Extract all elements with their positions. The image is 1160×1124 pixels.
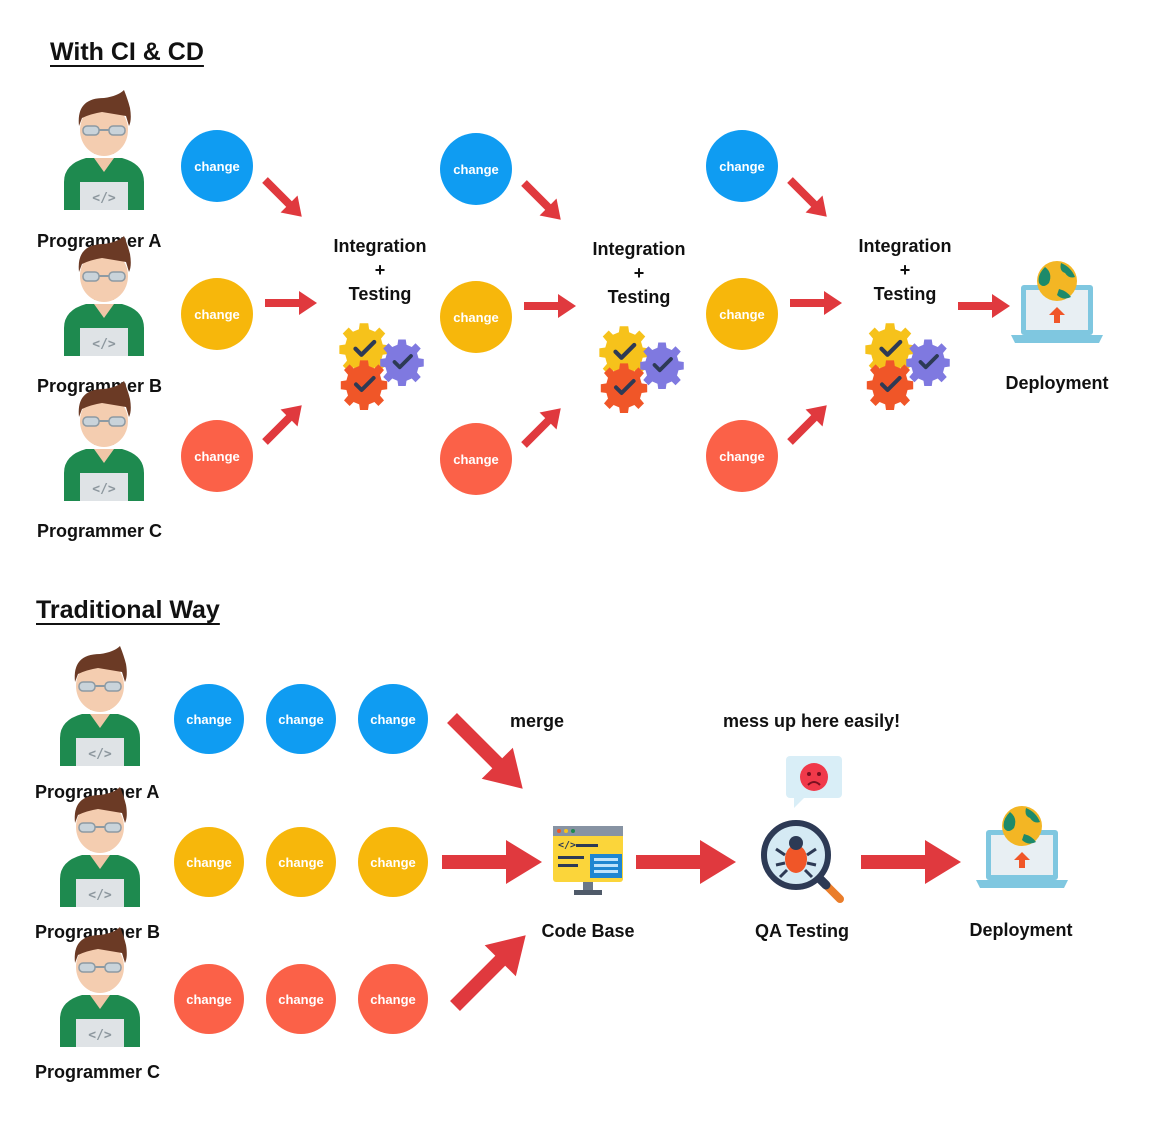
change-circle: change [266, 827, 336, 897]
bug-magnifier-icon [761, 820, 844, 903]
qa-testing-label: QA Testing [755, 921, 849, 941]
change-circle: change [174, 827, 244, 897]
programmer-b-label: Programmer B [35, 922, 161, 942]
programmer-icon [59, 645, 141, 767]
arrow-icon [790, 291, 842, 315]
integration-testing-label: Integration + Testing [334, 234, 427, 306]
integration-testing-label: Integration + Testing [593, 237, 686, 309]
code-window-icon: </> [553, 826, 623, 895]
change-circle: change [174, 964, 244, 1034]
mess-up-label: mess up here easily! [723, 711, 901, 731]
arrow-icon [781, 171, 836, 226]
deployment-label: Deployment [969, 920, 1073, 940]
arrow-icon [256, 396, 311, 451]
testing-text: Testing [607, 287, 671, 307]
gears-icon [902, 348, 903, 349]
arrow-icon [442, 840, 542, 884]
testing-text: Testing [873, 284, 937, 304]
arrow-icon [256, 171, 311, 226]
change-circle: change [706, 130, 778, 202]
arrow-icon [958, 294, 1010, 318]
laptop-globe-icon [1011, 261, 1103, 343]
integration-testing-label: Integration + Testing [859, 234, 952, 306]
gears-icon [636, 351, 637, 352]
svg-text:</>: </> [558, 840, 576, 851]
change-circle: change [181, 278, 253, 350]
change-circle: change [266, 964, 336, 1034]
programmer-a-label: Programmer A [37, 231, 162, 251]
programmer-b-label: Programmer B [37, 376, 163, 396]
change-circle: change [181, 130, 253, 202]
change-circle: change [358, 684, 428, 754]
integration-text: Integration [592, 239, 686, 259]
arrow-icon [265, 291, 317, 315]
change-circle: change [358, 827, 428, 897]
sad-chat-bubble-icon [786, 756, 842, 808]
programmer-c-label: Programmer C [37, 521, 163, 541]
programmer-icon [59, 786, 141, 908]
programmer-icon [63, 235, 145, 357]
arrow-icon [515, 174, 570, 229]
programmer-icon [63, 89, 145, 211]
ci-cd-heading: With CI & CD [50, 38, 204, 66]
arrow-icon [861, 840, 961, 884]
merge-label: merge [510, 711, 565, 731]
gears-icon [376, 348, 377, 349]
deployment-label: Deployment [1005, 373, 1109, 393]
plus-text: + [633, 263, 645, 283]
change-circle: change [181, 420, 253, 492]
programmer-a-label: Programmer A [35, 782, 160, 802]
programmer-c-label: Programmer C [35, 1062, 161, 1082]
integration-text: Integration [858, 236, 952, 256]
change-circle: change [358, 964, 428, 1034]
arrow-icon [515, 399, 570, 454]
code-base-label: Code Base [541, 921, 635, 941]
laptop-globe-icon [976, 806, 1068, 888]
change-circle: change [440, 423, 512, 495]
arrow-icon [439, 919, 542, 1022]
integration-text: Integration [333, 236, 427, 256]
arrow-icon [636, 840, 736, 884]
change-circle: change [706, 420, 778, 492]
change-circle: change [706, 278, 778, 350]
programmer-icon [59, 926, 141, 1048]
plus-text: + [899, 260, 911, 280]
change-circle: change [174, 684, 244, 754]
traditional-heading: Traditional Way [36, 596, 220, 624]
change-circle: change [440, 133, 512, 205]
change-circle: change [440, 281, 512, 353]
testing-text: Testing [348, 284, 412, 304]
arrow-icon [781, 396, 836, 451]
plus-text: + [374, 260, 386, 280]
arrow-icon [436, 702, 539, 805]
programmer-icon [63, 380, 145, 502]
arrow-icon [524, 294, 576, 318]
change-circle: change [266, 684, 336, 754]
